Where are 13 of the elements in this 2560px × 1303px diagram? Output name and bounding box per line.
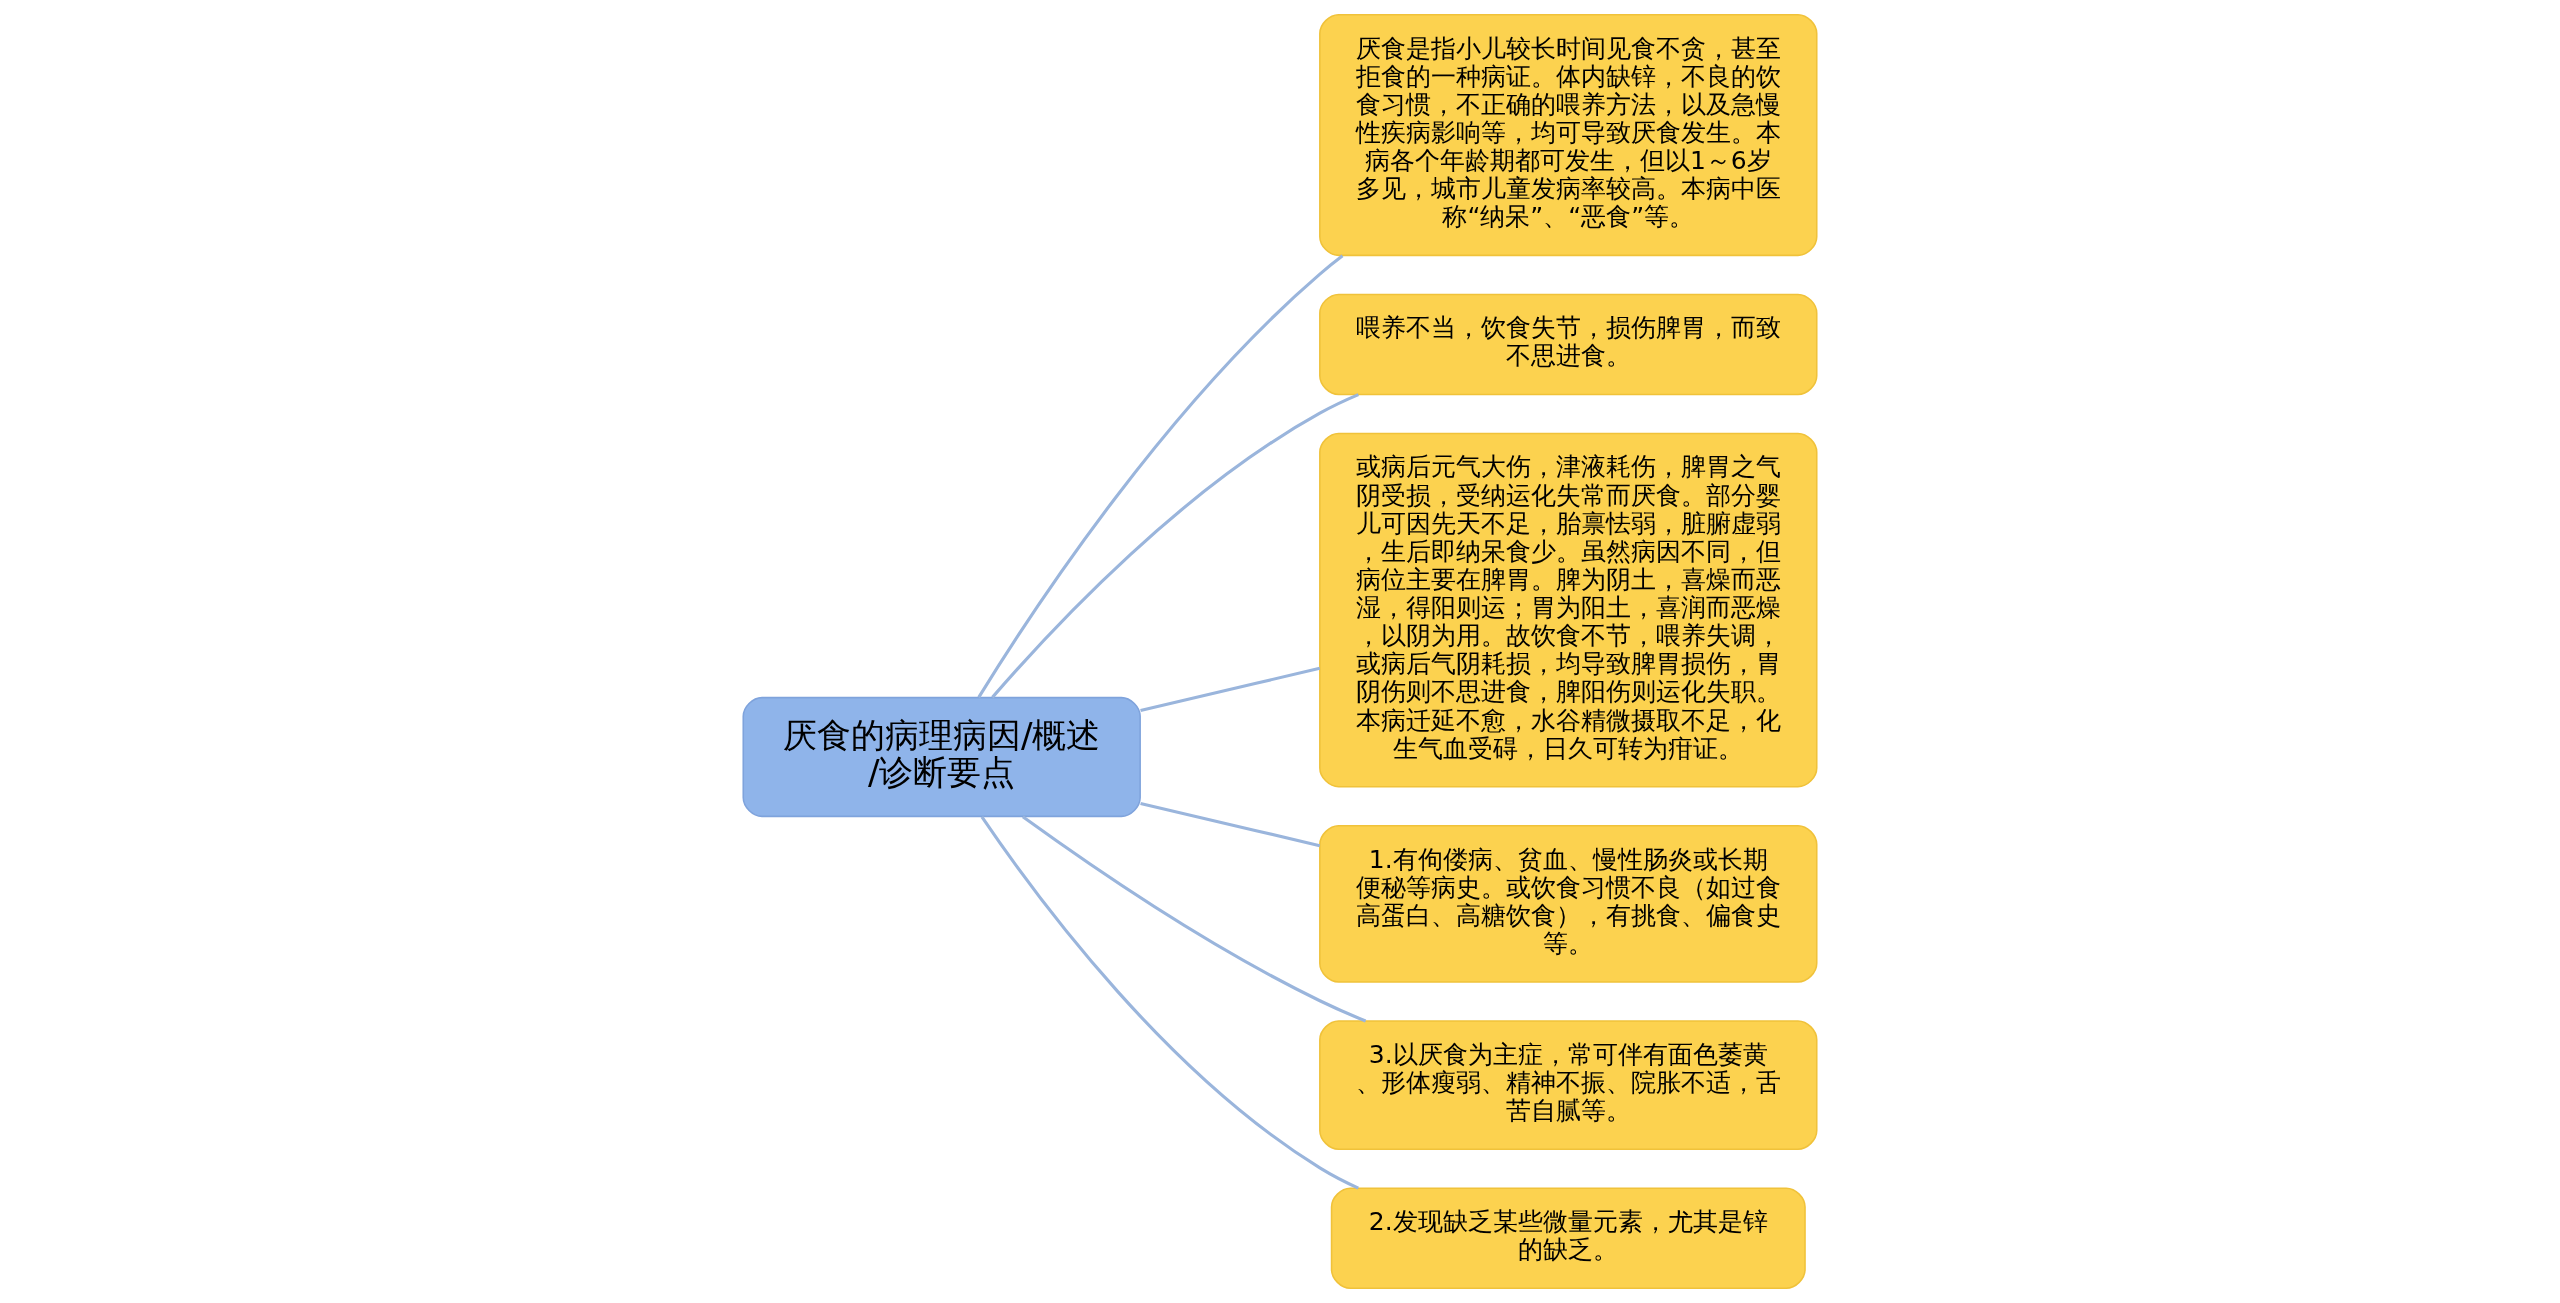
connector xyxy=(991,393,1360,699)
node-box: 3.以厌食为主症，常可伴有面色萎黄、形体瘦弱、精神不振、院胀不适，舌苦自腻等。 xyxy=(1319,1020,1818,1150)
connector xyxy=(1021,815,1367,1023)
connector xyxy=(980,816,1359,1190)
node-box: 厌食的病理病因/概述/诊断要点 xyxy=(742,696,1141,818)
connector xyxy=(977,254,1344,699)
node-box: 厌食是指小儿较长时间见食不贪，甚至拒食的一种病证。体内缺锌，不良的饮食习惯，不正确的喂养方法，以及急慢性疾病影响等，均可导致厌食发生。本病各个年龄期都可发生，但以1～6岁多见，城市儿童发病率较高。本病中医称“纳呆”、“恶食”等。 xyxy=(1319,13,1818,257)
node-box: 1.有佝偻病、贫血、慢性肠炎或长期便秘等病史。或饮食习惯不良（如过食高蛋白、高糖饮食），有挑食、偏食史等。 xyxy=(1319,824,1818,983)
connector xyxy=(1140,666,1321,713)
node-box: 或病后元气大伤，津液耗伤，脾胃之气阴受损，受纳运化失常而厌食。部分婴儿可因先天不足，胎禀怯弱，脏腑虚弱，生后即纳呆食少。虽然病因不同，但病位主要在脾胃。脾为阴土，喜燥而恶湿，得阳则运；胃为阳土，喜润而恶燥，以阴为用。故饮食不节，喂养失调，或病后气阴耗损，均导致脾胃损伤，胃阴伤则不思进食，脾阳伤则运化失职。本病迁延不愈，水谷精微摄取不足，化生气血受碍，日久可转为疳证。 xyxy=(1319,432,1818,788)
node-box: 喂养不当，饮食失节，损伤脾胃，而致不思进食。 xyxy=(1319,293,1818,396)
node-box: 2.发现缺乏某些微量元素，尤其是锌的缺乏。 xyxy=(1330,1187,1806,1290)
connector xyxy=(1140,801,1321,848)
